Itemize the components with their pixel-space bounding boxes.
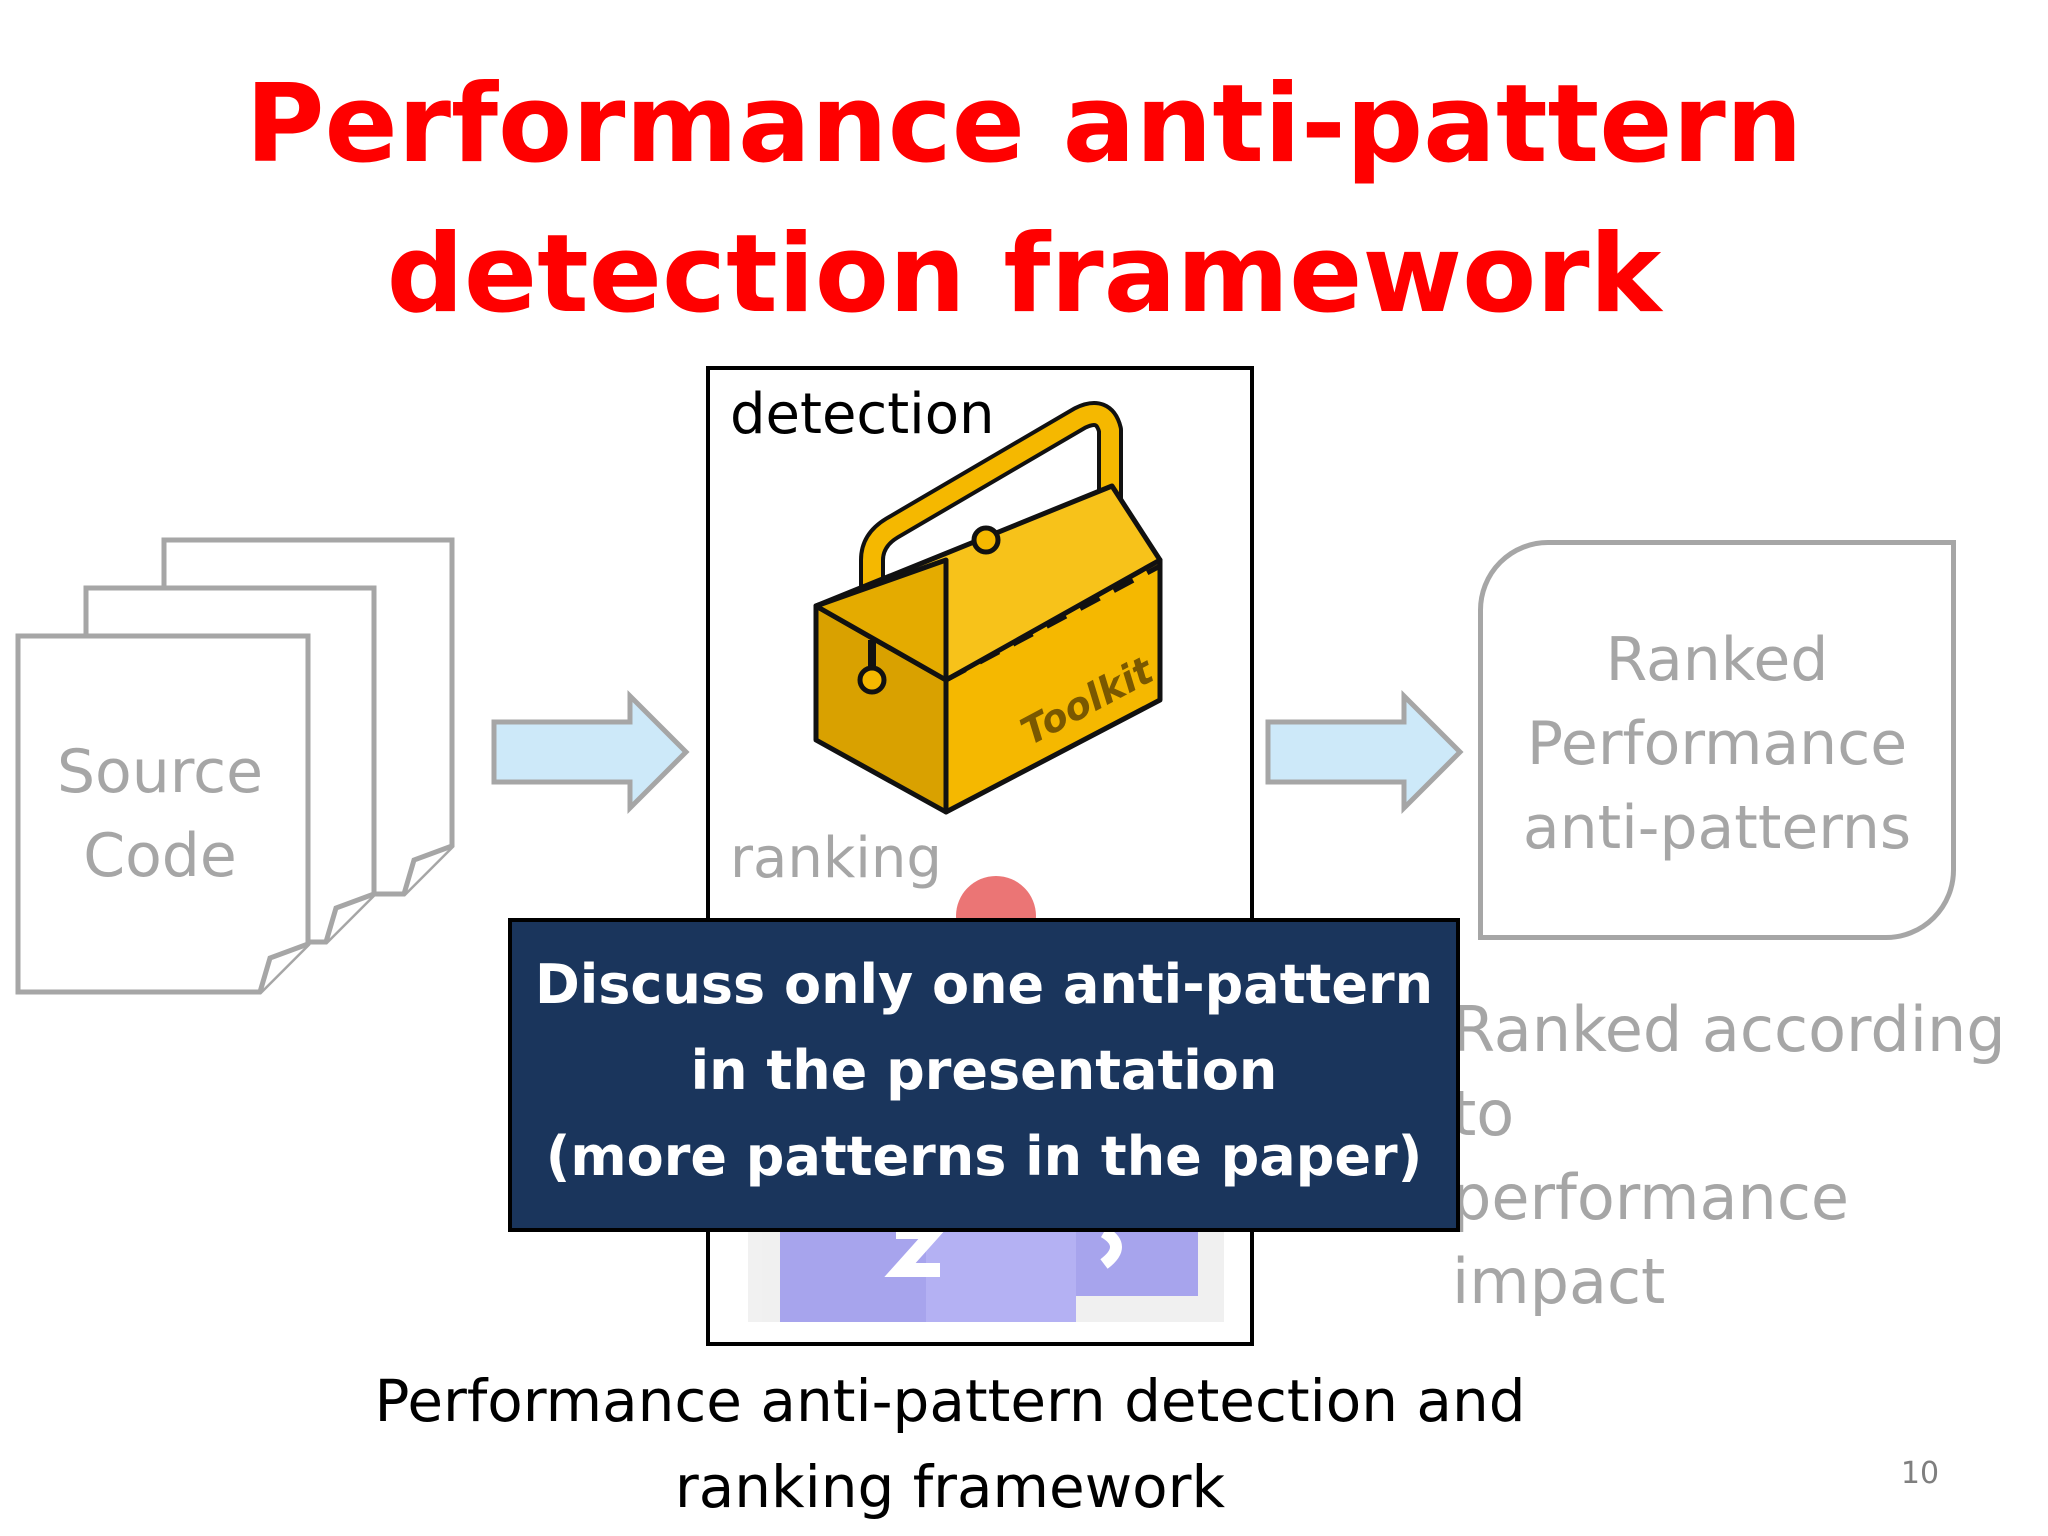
callout-line-2: in the presentation [690,1039,1278,1102]
ranking-note: Ranked according to performance impact [1452,988,2032,1324]
podium-icon [748,1225,1224,1322]
ranked-output-label: Ranked Performance anti-patterns [1478,618,1956,870]
caption-line-1: Performance anti-pattern detection and [374,1367,1526,1435]
ranking-note-line-2: performance impact [1452,1161,1850,1318]
arrow-input-to-framework [491,689,690,815]
figure-caption: Performance anti-pattern detection and r… [300,1358,1600,1530]
title-line-1: Performance anti-pattern [245,62,1803,187]
ranked-output-box [1478,540,1956,940]
source-code-label: Source Code [40,730,280,898]
callout-line-1: Discuss only one anti-pattern [534,953,1434,1016]
ranked-line-1: Ranked [1605,625,1829,695]
ranked-line-3: anti-patterns [1522,793,1912,863]
slide-number: 10 [1900,1456,1940,1491]
toolbox-icon: Toolkit [813,401,1163,815]
detection-label: detection [730,382,995,447]
title-line-2: detection framework [386,212,1662,337]
source-code-line-2: Code [83,821,237,891]
callout-box: Discuss only one anti-pattern in the pre… [508,918,1460,1232]
ranked-line-2: Performance [1526,709,1908,779]
arrow-framework-to-output [1265,689,1464,815]
callout-line-3: (more patterns in the paper) [545,1125,1423,1188]
source-code-pages-icon [15,537,455,995]
source-code-line-1: Source [56,737,264,807]
ranking-note-line-1: Ranked according to [1452,993,2006,1150]
slide-title: Performance anti-pattern detection frame… [0,50,2048,350]
caption-line-2: ranking framework [674,1453,1226,1521]
ranking-label: ranking [730,826,942,891]
